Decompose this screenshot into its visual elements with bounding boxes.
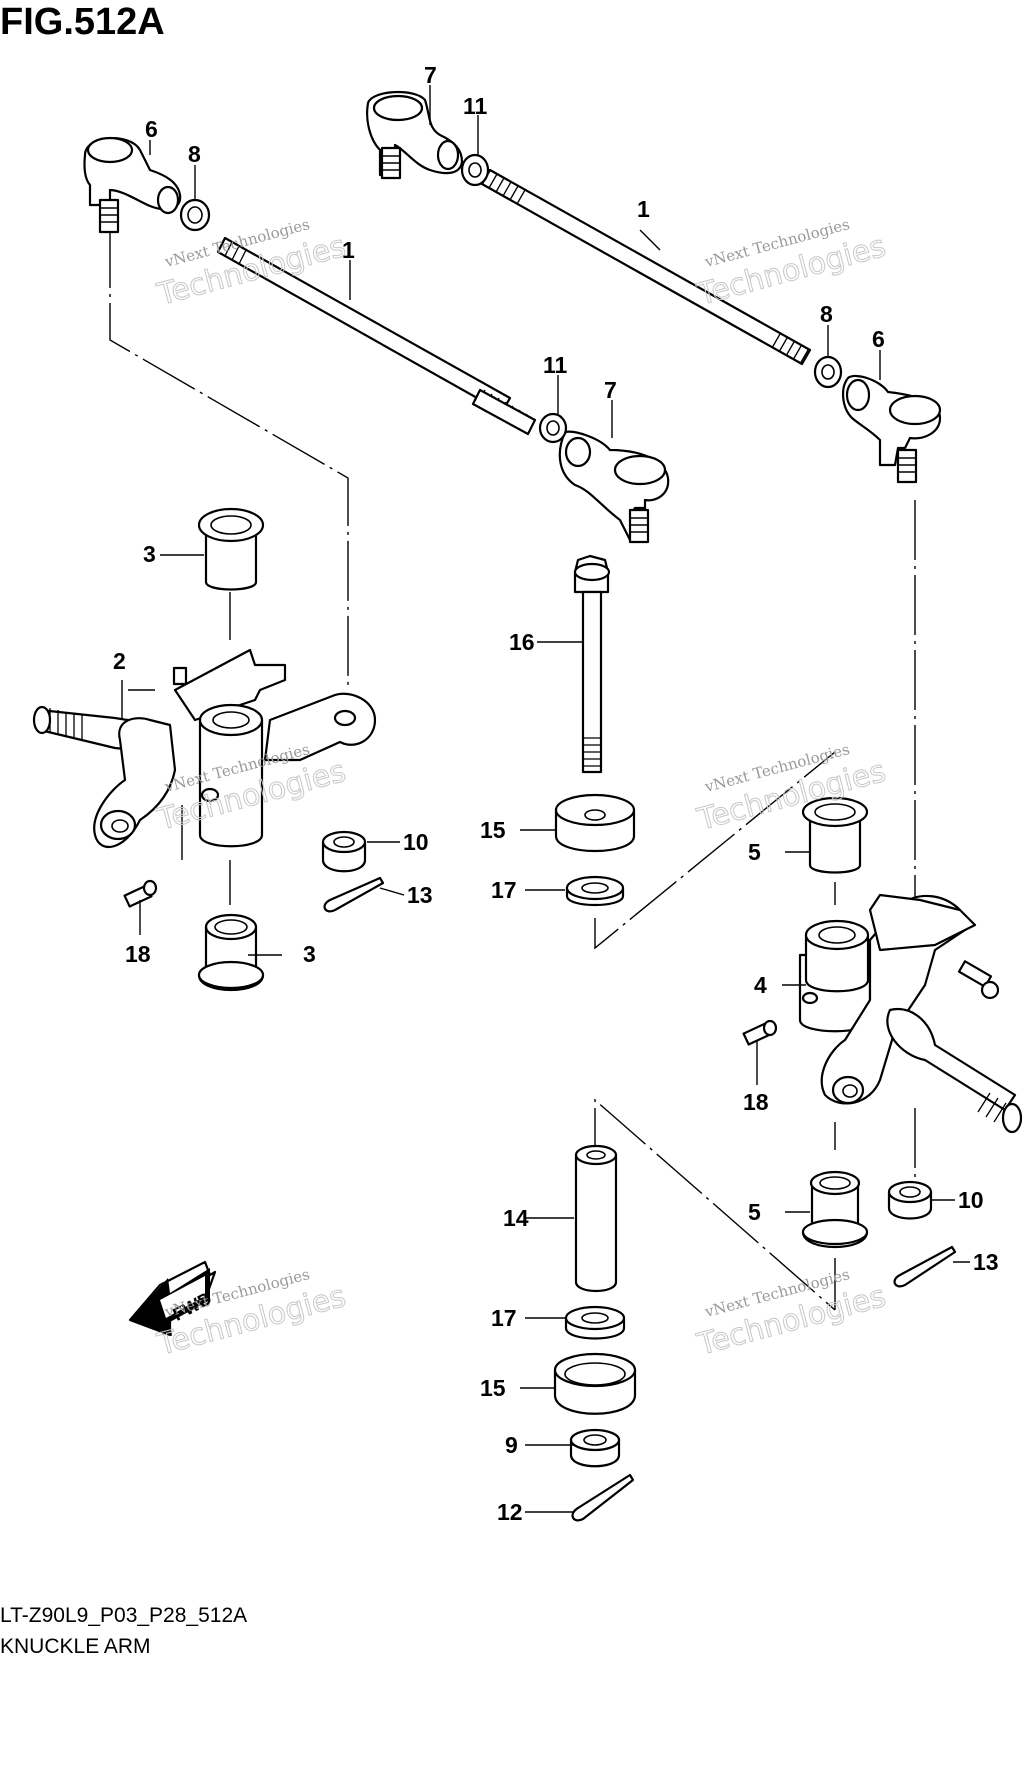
watermark-6: vNext Technologies Technologies <box>693 1265 890 1363</box>
callout-13-right: 13 <box>973 1249 999 1275</box>
bushing-5-lower <box>801 1170 869 1248</box>
callout-17-lower: 17 <box>491 1305 517 1331</box>
castle-nut-9 <box>569 1428 621 1468</box>
callout-12: 12 <box>497 1499 523 1525</box>
callout-17-upper: 17 <box>491 877 517 903</box>
callout-11-left: 11 <box>543 352 568 378</box>
figure-title: FIG.512A <box>0 1 165 43</box>
callout-8-right: 8 <box>820 301 833 327</box>
cotter-pin-13-left <box>323 876 385 913</box>
washer-17-upper <box>565 875 625 906</box>
castle-nut-10-left <box>321 830 367 873</box>
watermark-2: vNext Technologies Technologies <box>693 215 890 313</box>
knuckle-arm-right <box>798 893 1023 1134</box>
bushing-3-lower <box>197 913 265 991</box>
callout-13-left: 13 <box>407 882 433 908</box>
assembly-guide-lines <box>109 228 916 1311</box>
callout-3-upper: 3 <box>143 541 156 567</box>
fwd-arrow: FWD <box>128 1260 217 1337</box>
spacer-15-lower <box>553 1352 637 1415</box>
tie-rod-end-left-outer <box>83 136 182 234</box>
tie-rod-end-left-inner <box>558 430 670 544</box>
callout-5-lower: 5 <box>748 1199 761 1225</box>
grease-nipple-18-left <box>123 879 158 908</box>
callout-9: 9 <box>505 1432 518 1458</box>
locknut-11-left <box>538 412 568 444</box>
locknut-8-right <box>813 355 843 389</box>
callout-7-left: 7 <box>604 377 617 403</box>
cotter-pin-13-right <box>893 1245 957 1288</box>
tie-rod-end-right-inner <box>842 374 942 484</box>
callout-18-right: 18 <box>743 1089 769 1115</box>
tie-rod-end-right-outer <box>366 90 464 180</box>
callout-6-right: 6 <box>872 326 885 352</box>
figure-code: LT-Z90L9_P03_P28_512A <box>0 1604 247 1627</box>
callout-2: 2 <box>113 648 126 674</box>
callout-15-upper: 15 <box>480 817 506 843</box>
callout-3-lower: 3 <box>303 941 316 967</box>
callout-1-right: 1 <box>637 196 650 222</box>
grease-nipple-18-right <box>742 1019 778 1046</box>
callout-10-left: 10 <box>403 829 429 855</box>
callout-15-lower: 15 <box>480 1375 506 1401</box>
callout-8-left: 8 <box>188 141 201 167</box>
callout-5-upper: 5 <box>748 839 761 865</box>
tie-rod-left <box>216 236 537 436</box>
callout-16: 16 <box>509 629 535 655</box>
callout-18-left: 18 <box>125 941 151 967</box>
callout-7-right: 7 <box>424 62 437 88</box>
bolt-16 <box>573 554 611 774</box>
callout-4: 4 <box>754 972 767 998</box>
washer-17-lower <box>564 1305 626 1340</box>
callout-10-right: 10 <box>958 1187 984 1213</box>
castle-nut-10-right <box>887 1180 933 1220</box>
knuckle-arm-left <box>32 648 377 848</box>
bushing-3-upper <box>197 507 265 591</box>
spacer-15-upper <box>554 793 636 852</box>
callouts: 1 1 2 3 3 4 5 5 6 6 7 7 8 8 9 10 10 11 1… <box>113 62 999 1525</box>
callout-6-left: 6 <box>145 116 158 142</box>
callout-1-left: 1 <box>342 237 355 263</box>
locknut-11-right <box>460 153 490 187</box>
watermark-5: vNext Technologies Technologies <box>153 1265 350 1363</box>
leader-lines <box>121 85 970 1513</box>
locknut-8-left <box>179 198 211 232</box>
cotter-pin-12 <box>571 1473 635 1522</box>
callout-11-right: 11 <box>463 93 488 119</box>
pin-14 <box>574 1144 618 1293</box>
bushing-5-upper <box>801 796 869 874</box>
callout-14: 14 <box>503 1205 529 1231</box>
figure-name: KNUCKLE ARM <box>0 1635 151 1658</box>
